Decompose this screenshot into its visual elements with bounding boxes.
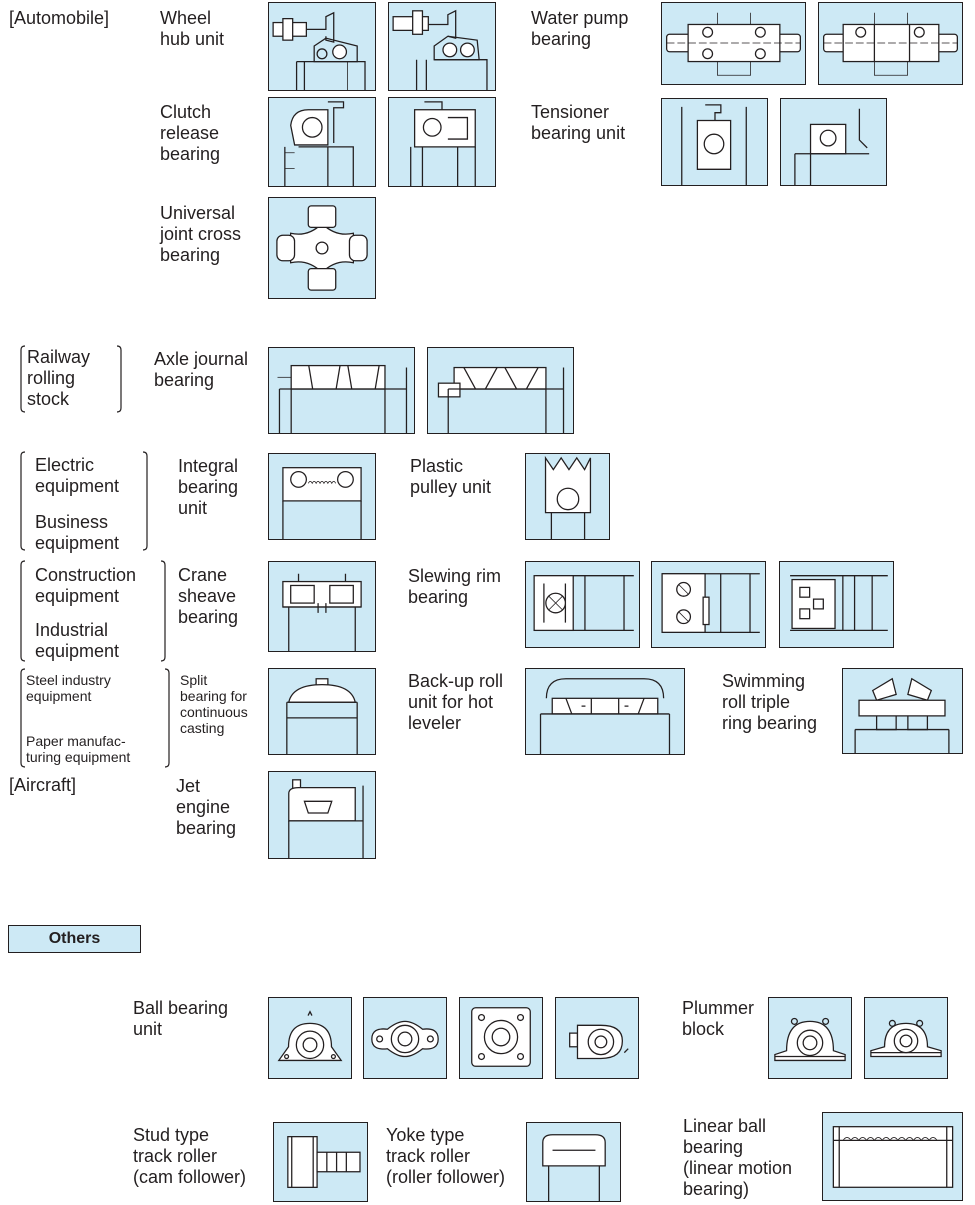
- figure-axle-journal-bearing-2: [427, 347, 574, 434]
- figure-jet-engine-bearing: [268, 771, 376, 859]
- label-universal-joint-cross-bearing: Universal joint cross bearing: [160, 203, 242, 265]
- figure-ball-bearing-unit-take-up: [555, 997, 639, 1079]
- category-automobile: [Automobile]: [9, 8, 110, 28]
- label-backup-roll-unit: Back-up roll unit for hot leveler: [408, 671, 504, 733]
- figure-wheel-hub-unit-1: [268, 2, 376, 91]
- figure-slewing-rim-bearing-2: [651, 561, 766, 648]
- figure-water-pump-bearing-2: [818, 2, 963, 85]
- figure-crane-sheave-bearing: [268, 561, 376, 652]
- bracket-steel-paper: [20, 668, 170, 768]
- label-slewing-rim-bearing: Slewing rim bearing: [408, 566, 502, 607]
- figure-ball-bearing-unit-pillow: [268, 997, 352, 1079]
- label-jet-engine-bearing: Jet engine bearing: [176, 776, 237, 838]
- label-ball-bearing-unit: Ball bearing unit: [133, 998, 229, 1039]
- label-water-pump-bearing: Water pump bearing: [531, 8, 629, 49]
- figure-clutch-release-bearing-1: [268, 97, 376, 187]
- category-construction: Construction equipment: [35, 565, 137, 606]
- figure-backup-roll-unit: [525, 668, 685, 755]
- figure-yoke-type-track-roller: [526, 1122, 621, 1202]
- figure-clutch-release-bearing-2: [388, 97, 496, 187]
- label-crane-sheave-bearing: Crane sheave bearing: [178, 565, 239, 627]
- label-yoke-type-track-roller: Yoke type track roller (roller follower): [386, 1125, 506, 1187]
- figure-integral-bearing-unit: [268, 453, 376, 540]
- category-aircraft: [Aircraft]: [9, 775, 77, 795]
- figure-ball-bearing-unit-flange-oval: [363, 997, 447, 1079]
- label-stud-type-track-roller: Stud type track roller (cam follower): [133, 1125, 247, 1187]
- bracket-construction-industrial: [20, 560, 166, 662]
- category-steel: Steel industry equipment: [26, 672, 111, 704]
- category-business: Business equipment: [35, 512, 120, 553]
- figure-axle-journal-bearing-1: [268, 347, 415, 434]
- figure-wheel-hub-unit-2: [388, 2, 496, 91]
- label-integral-bearing-unit: Integral bearing unit: [178, 456, 239, 518]
- figure-universal-joint-cross-bearing: [268, 197, 376, 299]
- figure-water-pump-bearing-1: [661, 2, 806, 85]
- category-electric: Electric equipment: [35, 455, 120, 496]
- figure-tensioner-bearing-unit-1: [661, 98, 768, 186]
- label-plastic-pulley-unit: Plastic pulley unit: [410, 456, 492, 497]
- label-plummer-block: Plummer block: [682, 998, 755, 1039]
- figure-slewing-rim-bearing-3: [779, 561, 894, 648]
- figure-slewing-rim-bearing-1: [525, 561, 640, 648]
- bracket-railway: [20, 345, 122, 413]
- others-section-label: Others: [48, 930, 101, 947]
- label-tensioner-bearing-unit: Tensioner bearing unit: [531, 102, 626, 143]
- label-wheel-hub-unit: Wheel hub unit: [160, 8, 225, 49]
- label-axle-journal-bearing: Axle journal bearing: [154, 349, 249, 390]
- figure-linear-ball-bearing: [822, 1112, 963, 1201]
- category-industrial: Industrial equipment: [35, 620, 120, 661]
- bracket-electric-business: [20, 451, 148, 551]
- figure-tensioner-bearing-unit-2: [780, 98, 887, 186]
- figure-swimming-roll-triple-ring-bearing: [842, 668, 963, 754]
- figure-stud-type-track-roller: [273, 1122, 368, 1202]
- category-paper: Paper manufac- turing equipment: [26, 733, 131, 765]
- label-linear-ball-bearing: Linear ball bearing (linear motion beari…: [683, 1116, 793, 1199]
- figure-plummer-block-2: [864, 997, 948, 1079]
- category-railway: Railway rolling stock: [27, 347, 91, 409]
- others-section-tab: Others: [8, 925, 141, 953]
- figure-plastic-pulley-unit: [525, 453, 610, 540]
- figure-plummer-block-1: [768, 997, 852, 1079]
- figure-ball-bearing-unit-flange-square: [459, 997, 543, 1079]
- figure-split-bearing-continuous-casting: [268, 668, 376, 755]
- label-swimming-roll-bearing: Swimming roll triple ring bearing: [722, 671, 818, 733]
- label-split-bearing: Split bearing for continuous casting: [180, 672, 248, 736]
- label-clutch-release-bearing: Clutch release bearing: [160, 102, 221, 164]
